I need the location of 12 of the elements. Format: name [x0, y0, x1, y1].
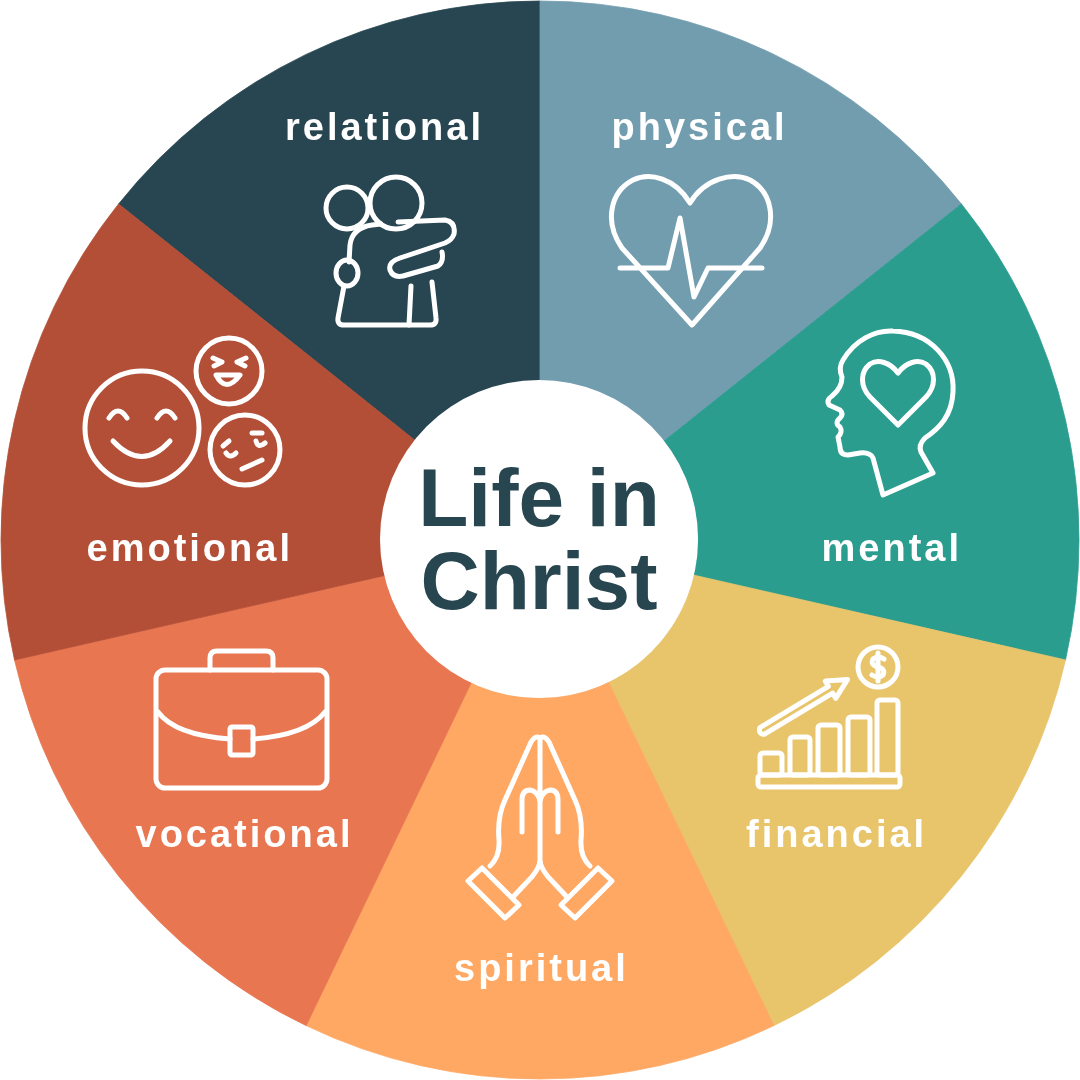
segment-label: mental	[821, 526, 962, 570]
wheel-segment	[1, 203, 417, 660]
segment-label: relational	[285, 105, 484, 149]
segment-label: vocational	[135, 812, 354, 856]
segment-label: spiritual	[454, 946, 629, 990]
wheel-segment	[118, 1, 540, 442]
segment-label: physical	[611, 105, 788, 149]
segment-label: emotional	[86, 526, 293, 570]
center-title: Life in Christ	[417, 456, 661, 622]
wheel-segment	[663, 203, 1079, 660]
wheel-segment	[540, 1, 962, 442]
segment-label: financial	[746, 812, 928, 856]
